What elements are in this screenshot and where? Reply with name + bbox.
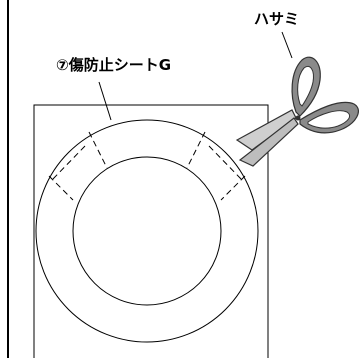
scissors-pivot (295, 115, 301, 121)
outer-ring-circle (35, 119, 259, 343)
cut-line-left-diag-1 (48, 175, 74, 201)
cut-lines (48, 131, 246, 201)
scissors-leader-line (281, 31, 293, 59)
scissors-label: ハサミ (254, 10, 299, 28)
cut-line-top-right-radial (186, 131, 206, 169)
sheet-label: ⑦傷防止シートG (56, 56, 171, 74)
inner-ring-circle (72, 156, 222, 306)
sheet-leader-line (98, 81, 112, 121)
protective-sheet-outline (33, 104, 269, 358)
cut-line-left-diag-2 (51, 145, 86, 181)
scissors-handle-lower-hole (307, 110, 351, 129)
scissors-icon (235, 56, 359, 167)
cut-line-right-diag-1 (220, 175, 246, 201)
scissors-handle-upper-hole (297, 65, 314, 107)
cut-line-top-left-radial (88, 131, 108, 169)
scissors-blade-lower (238, 117, 299, 167)
cut-line-right-diag-2 (208, 145, 243, 181)
